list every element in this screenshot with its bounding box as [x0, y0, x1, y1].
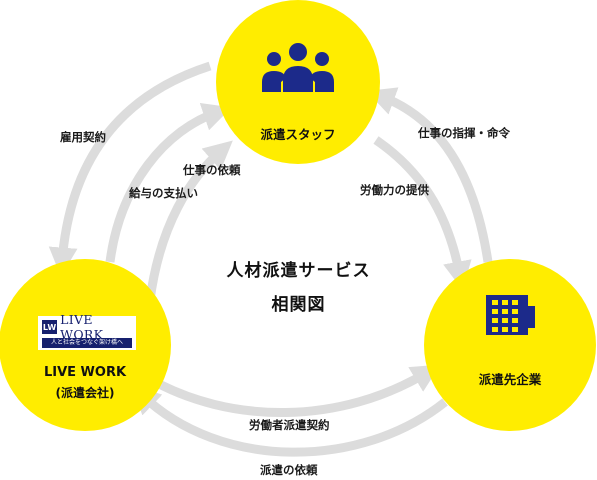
label-instruction-command: 仕事の指揮・命令 [418, 126, 510, 140]
arrow-salary-payment [145, 140, 233, 301]
agency-label-line1: LIVE WORK [43, 365, 127, 380]
label-salary-payment: 給与の支払い [129, 186, 198, 200]
client-circle [424, 259, 596, 431]
logo-mark-icon: LW [42, 320, 58, 334]
label-job-request: 仕事の依頼 [183, 163, 241, 177]
arrow-dispatch-request [131, 385, 448, 457]
label-employment-contract: 雇用契約 [60, 130, 106, 144]
label-worker-dispatch-contract: 労働者派遣契約 [249, 418, 330, 432]
agency-label-line2: (派遣会社) [55, 386, 115, 400]
label-labor-provision: 労働力の提供 [360, 183, 429, 197]
logo-tagline: 人と社会をつなぐ架け橋へ [42, 338, 132, 348]
live-work-logo: LW LIVE WORK 人と社会をつなぐ架け橋へ [38, 312, 136, 350]
label-dispatch-request: 派遣の依頼 [260, 463, 318, 477]
arrow-instruction-command [366, 87, 493, 263]
arrow-labor-provision [373, 136, 472, 291]
office-building-icon [486, 295, 535, 335]
arrow-job-request [105, 103, 232, 263]
center-title-line1: 人材派遣サービス [226, 261, 371, 281]
staff-label: 派遣スタッフ [260, 127, 336, 142]
people-icon [262, 43, 334, 92]
arrow-worker-dispatch-contract [145, 364, 441, 417]
arrow-employment-contract [48, 61, 212, 277]
client-label: 派遣先企業 [478, 372, 542, 387]
center-title-line2: 相関図 [271, 295, 326, 315]
